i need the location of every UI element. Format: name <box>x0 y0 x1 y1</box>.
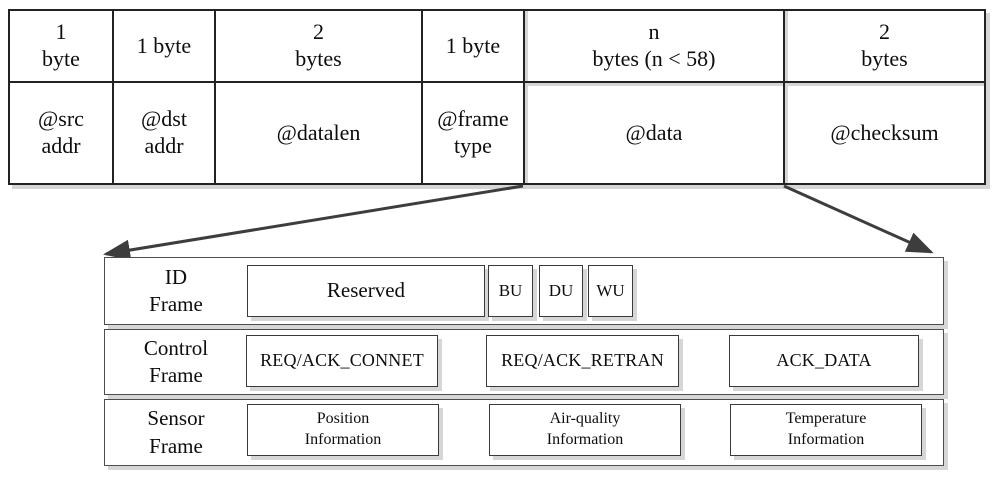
sensor-frame-row: Sensor Frame Position Information Air-qu… <box>104 399 944 466</box>
sensor-frame-label: Sensor Frame <box>147 406 205 458</box>
packet-structure-table: 1 byte 1 byte 2 bytes 1 byte n bytes (n … <box>8 9 986 185</box>
position-information-box: Position Information <box>247 404 439 456</box>
data-expansion-arrow-right <box>783 184 934 254</box>
reserved-box: Reserved <box>247 265 485 317</box>
wu-box: WU <box>588 265 633 317</box>
packet-field-cell: @dst addr <box>112 81 214 183</box>
packet-size-cell: 1 byte <box>421 11 523 81</box>
bu-box: BU <box>488 265 533 317</box>
du-box: DU <box>539 265 583 317</box>
packet-size-cell: n bytes (n < 58) <box>523 11 783 81</box>
packet-field-cell: @data <box>523 81 783 183</box>
packet-size-cell: 1 byte <box>112 11 214 81</box>
ack-data-box: ACK_DATA <box>729 335 919 387</box>
data-expansion-arrow-left <box>103 184 524 261</box>
packet-field-cell: @datalen <box>214 81 421 183</box>
packet-field-cell: @checksum <box>783 81 984 183</box>
req-ack-retran-box: REQ/ACK_RETRAN <box>486 335 679 387</box>
packet-field-cell: @frame type <box>421 81 523 183</box>
control-frame-row: Control Frame REQ/ACK_CONNET REQ/ACK_RET… <box>104 329 944 395</box>
packet-size-cell: 2 bytes <box>214 11 421 81</box>
packet-size-cell: 2 bytes <box>783 11 984 81</box>
control-frame-label: Control Frame <box>143 335 209 387</box>
air-quality-information-box: Air-quality Information <box>489 404 681 456</box>
id-frame-label: ID Frame <box>149 264 203 316</box>
packet-field-cell: @src addr <box>10 81 112 183</box>
packet-size-cell: 1 byte <box>10 11 112 81</box>
id-frame-row: ID Frame Reserved BU DU WU <box>104 257 944 325</box>
req-ack-connet-box: REQ/ACK_CONNET <box>246 335 438 387</box>
temperature-information-box: Temperature Information <box>730 404 922 456</box>
